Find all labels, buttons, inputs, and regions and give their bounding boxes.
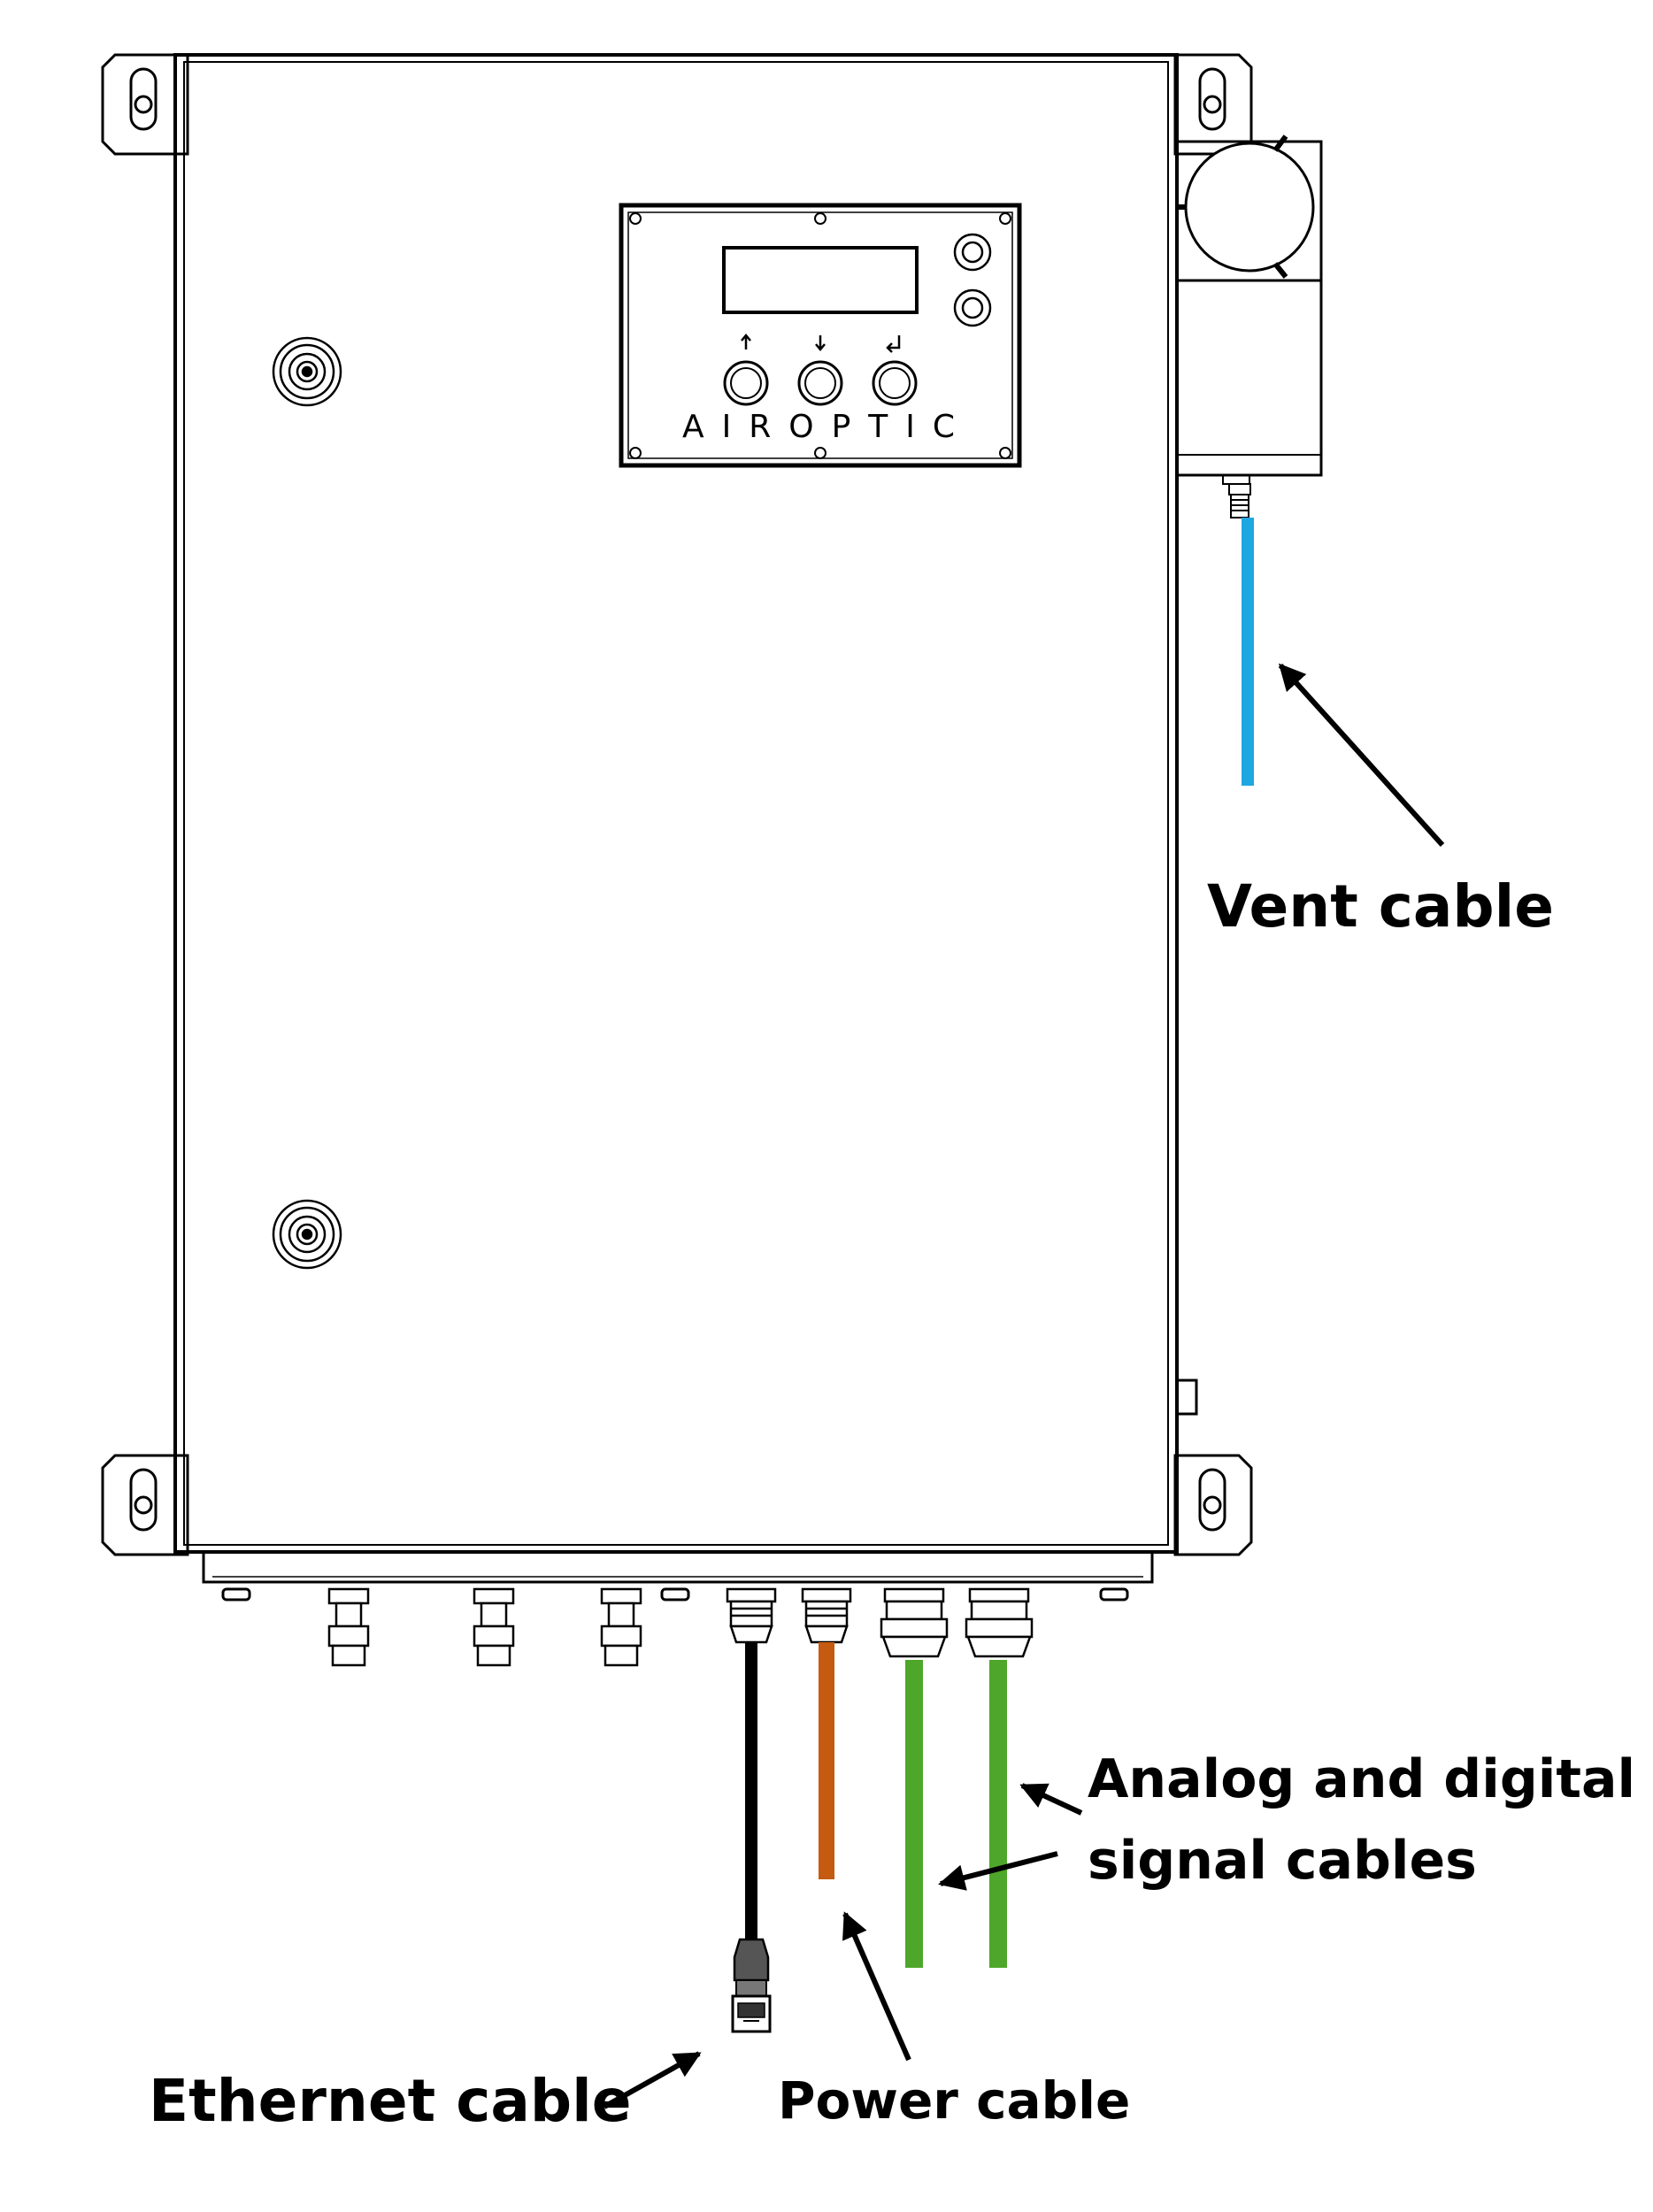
mounting-tab-bottom-left [101, 1454, 189, 1556]
vent-arrow [1278, 663, 1445, 848]
enter-icon [886, 335, 901, 353]
power-arrow [842, 1911, 911, 2062]
display-screen [722, 246, 919, 314]
gland-plate [202, 1552, 1154, 1601]
vent-cable-label: Vent cable [1207, 872, 1554, 941]
arrow-down-icon [815, 335, 826, 351]
ethernet-arrow [603, 2051, 702, 2109]
mounting-tab-bottom-right [1173, 1454, 1253, 1556]
cable-gland-signal-1 [880, 1587, 949, 1658]
down-button[interactable] [797, 335, 843, 406]
arrows [603, 663, 1445, 2109]
cable-gland-power [801, 1587, 852, 1644]
door-latch-bottom [272, 1199, 342, 1270]
cable-gland-ethernet [726, 1587, 777, 1644]
tube-fitting-1 [327, 1587, 370, 1667]
indicator-led-1 [953, 233, 992, 272]
up-button[interactable] [723, 334, 769, 406]
brand-logo: AIROPTIC [682, 409, 973, 445]
door-latch-top [272, 336, 342, 407]
cable-gland-signal-2 [965, 1587, 1034, 1658]
signal-cables-label-line1: Analog and digital [1088, 1748, 1635, 1810]
panel-screw [629, 212, 1011, 459]
enter-button[interactable] [872, 335, 918, 406]
vent-fitting [1222, 474, 1251, 518]
signal-arrow-1 [1019, 1783, 1083, 1816]
signal-arrow-2 [938, 1851, 1058, 1891]
ethernet-cable-label: Ethernet cable [149, 2067, 632, 2135]
tube-fitting-3 [600, 1587, 642, 1667]
arrow-up-icon [741, 334, 751, 349]
power-cable-label: Power cable [778, 2070, 1130, 2131]
mounting-tab-top-right [1173, 53, 1253, 156]
control-panel: AIROPTIC [619, 203, 1022, 468]
rj45-connector-icon [731, 1938, 772, 2033]
vent-housing [1175, 134, 1323, 477]
indicator-led-2 [953, 288, 992, 327]
tube-fitting-2 [473, 1587, 515, 1667]
enclosure [173, 53, 1198, 1554]
signal-cables-label-line2: signal cables [1088, 1830, 1477, 1892]
